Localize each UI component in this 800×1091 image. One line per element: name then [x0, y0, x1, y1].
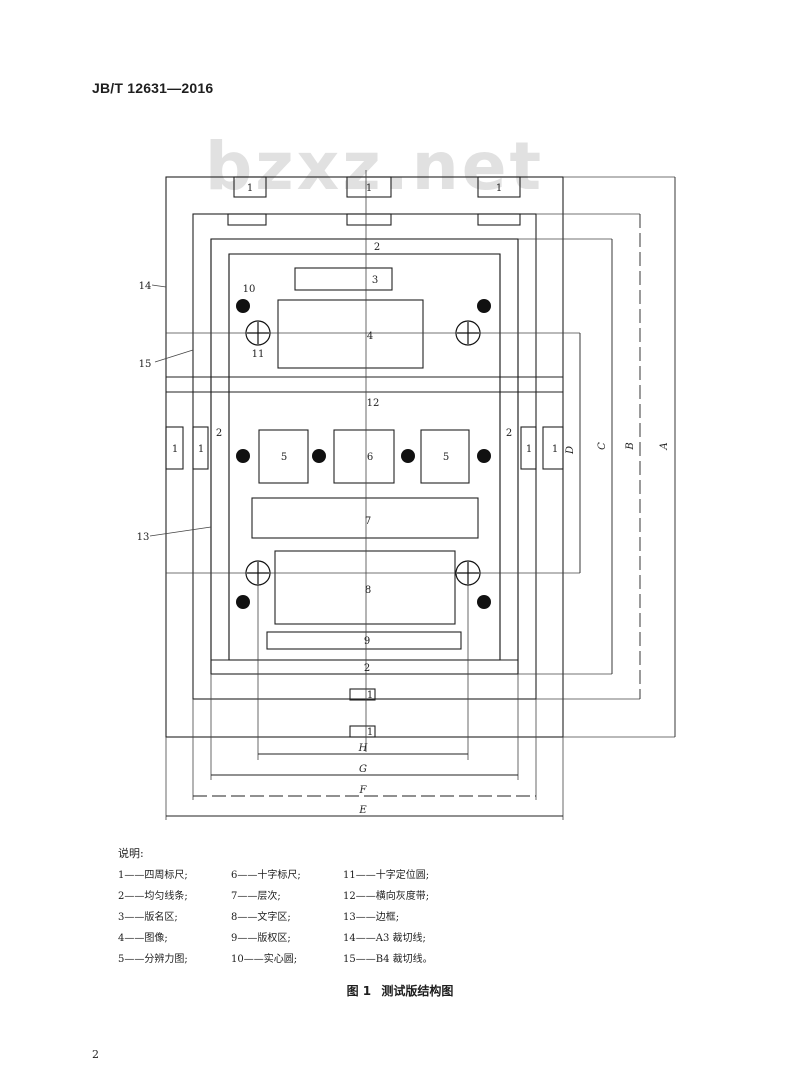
legend-item: 14——A3 裁切线;: [343, 933, 426, 944]
legend-item: 1——四周标尺;: [118, 870, 188, 881]
figure-caption: 图 1 测试版结构图: [0, 982, 800, 999]
dim-D: D: [565, 446, 576, 455]
label-11: 11: [252, 349, 265, 360]
legend-item: 3——版名区;: [118, 912, 178, 923]
figure-number: 图 1: [346, 984, 372, 998]
legend-item: 7——层次;: [231, 891, 281, 902]
watermark: bzxz.net: [205, 128, 545, 205]
legend-row: 3——版名区; 8——文字区; 13——边框;: [118, 908, 463, 929]
outer-frame: [165, 176, 564, 738]
label-2-right: 2: [506, 428, 512, 439]
legend-item: 13——边框;: [343, 912, 400, 923]
dim-E: E: [358, 805, 367, 816]
legend-item: 11——十字定位圆;: [343, 870, 430, 881]
label-4: 4: [367, 331, 373, 342]
plate-body: [228, 253, 501, 661]
dim-C: C: [597, 442, 608, 450]
legend: 1——四周标尺; 6——十字标尺; 11——十字定位圆; 2——均匀线条; 7——层次…: [118, 866, 463, 971]
label-8: 8: [365, 585, 371, 596]
label-1-left-outer: 1: [172, 444, 178, 455]
dim-B: B: [625, 442, 636, 450]
dim-A: A: [659, 442, 670, 450]
label-1-top-center: 1: [366, 183, 372, 194]
label-1-top-left: 1: [247, 183, 253, 194]
label-9: 9: [364, 636, 370, 647]
legend-item: 12——横向灰度带;: [343, 891, 430, 902]
dim-F: F: [359, 785, 368, 796]
label-13: 13: [137, 532, 150, 543]
legend-item: 2——均匀线条;: [118, 891, 188, 902]
label-14: 14: [139, 281, 152, 292]
label-10: 10: [243, 284, 256, 295]
label-1-top-right: 1: [496, 183, 502, 194]
label-1-left-inner: 1: [198, 444, 204, 455]
label-1-bottom-inner: 1: [367, 690, 373, 701]
legend-item: 10——实心圆;: [231, 954, 298, 965]
label-2-left: 2: [216, 428, 222, 439]
legend-title: 说明:: [118, 847, 144, 860]
figure-title: 测试版结构图: [381, 984, 454, 998]
label-2-top: 2: [374, 242, 380, 253]
dim-H: H: [358, 743, 368, 754]
label-5-left: 5: [281, 452, 287, 463]
legend-row: 5——分辨力图; 10——实心圆; 15——B4 裁切线。: [118, 950, 463, 971]
label-1-right-inner: 1: [526, 444, 532, 455]
label-2-bottom: 2: [364, 663, 370, 674]
label-6: 6: [367, 452, 373, 463]
legend-item: 4——图像;: [118, 933, 168, 944]
label-5-right: 5: [443, 452, 449, 463]
label-1-right-outer: 1: [552, 444, 558, 455]
legend-item: 5——分辨力图;: [118, 954, 188, 965]
inner-border: [210, 238, 519, 675]
legend-item: 8——文字区;: [231, 912, 291, 923]
legend-item: 15——B4 裁切线。: [343, 954, 433, 965]
label-3: 3: [372, 275, 378, 286]
document-header: JB/T 12631—2016: [92, 80, 214, 96]
dim-G: G: [359, 764, 367, 775]
label-7: 7: [365, 516, 371, 527]
page-number: 2: [92, 1048, 99, 1061]
legend-item: 6——十字标尺;: [231, 870, 301, 881]
label-12: 12: [367, 398, 380, 409]
legend-row: 1——四周标尺; 6——十字标尺; 11——十字定位圆;: [118, 866, 463, 887]
label-1-bottom-outer: 1: [367, 727, 373, 738]
legend-row: 4——图像; 9——版权区; 14——A3 裁切线;: [118, 929, 463, 950]
legend-row: 2——均匀线条; 7——层次; 12——横向灰度带;: [118, 887, 463, 908]
legend-item: 9——版权区;: [231, 933, 291, 944]
label-15: 15: [139, 359, 152, 370]
